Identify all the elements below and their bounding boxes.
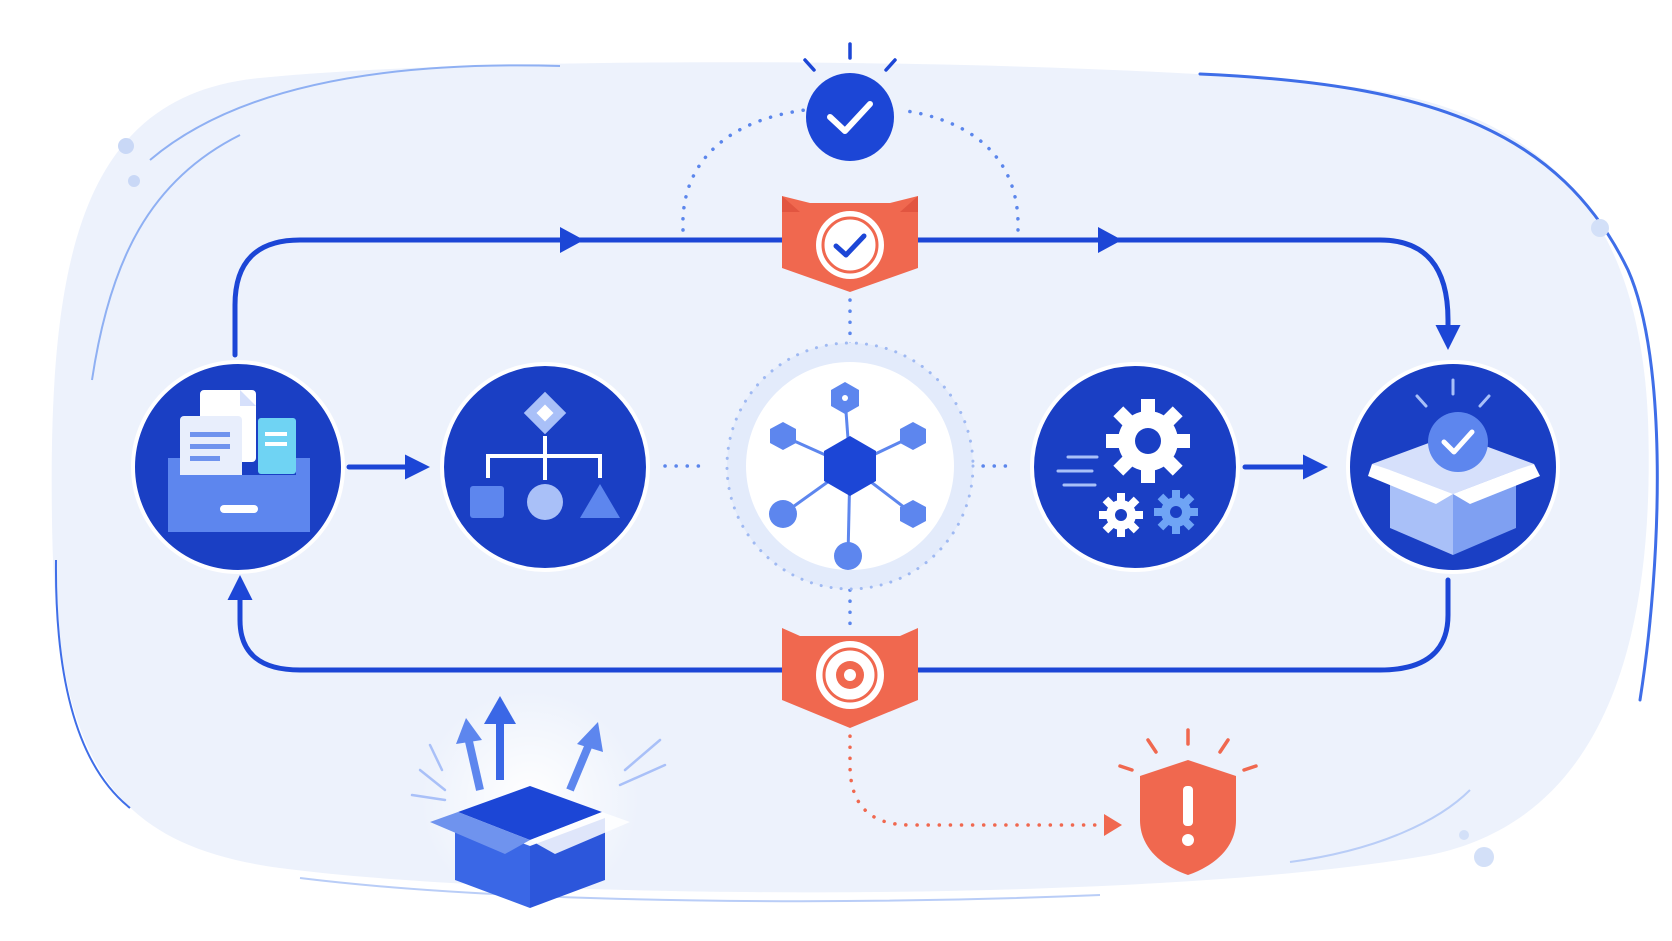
top-checkpoint-gate[interactable]: [782, 196, 918, 292]
dotted-connectors: [663, 108, 1020, 632]
processing-node[interactable]: [1030, 362, 1240, 572]
document-inbox-icon: [168, 390, 310, 532]
intake-node[interactable]: [131, 360, 345, 574]
routing-node[interactable]: [440, 362, 650, 572]
warning-shield-icon: [1182, 786, 1194, 846]
loop-direction-arrows: [560, 227, 1122, 253]
alert-arrowhead: [1104, 814, 1122, 836]
delivery-node[interactable]: [1346, 360, 1560, 574]
check-badge-icon: [833, 233, 867, 258]
open-box-release-icon: [430, 696, 630, 908]
alert-shield[interactable]: [1118, 728, 1258, 875]
release-box[interactable]: [410, 690, 667, 910]
inspection-target-icon: [822, 647, 878, 703]
verified-package-icon: [1368, 378, 1540, 555]
approval-check-icon: [827, 101, 873, 134]
alert-connector: [848, 723, 1114, 827]
decor-dots: [118, 138, 1609, 867]
gears-icon: [1056, 399, 1198, 537]
hexagon-network-icon: [769, 382, 926, 570]
decision-flowchart-icon: [470, 391, 620, 520]
loop-connectors: [227, 237, 1461, 673]
hub-node[interactable]: [725, 341, 975, 591]
bottom-checkpoint-gate[interactable]: [782, 628, 918, 728]
approval-indicator[interactable]: [803, 42, 897, 161]
